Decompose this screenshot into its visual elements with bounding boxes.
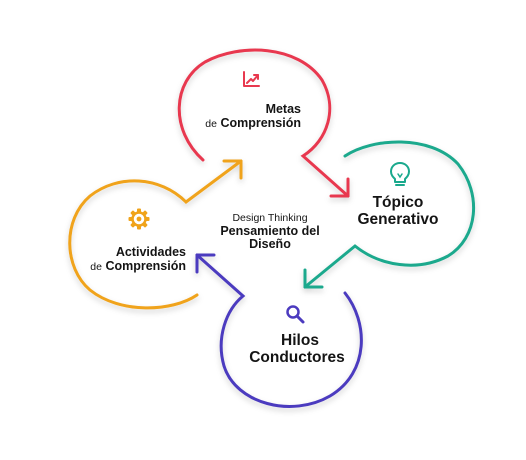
metas-label-line1: Metas: [265, 102, 301, 116]
topico-loop-path: [303, 140, 476, 289]
hilos-loop-path: [195, 253, 363, 408]
gear-icon: [128, 208, 150, 230]
search-icon: [286, 305, 305, 324]
metas-label-bold: Comprensión: [220, 116, 301, 130]
topico-loop: [303, 140, 476, 289]
center-title-line1: Pensamiento del: [220, 224, 320, 238]
center-subtitle: Design Thinking: [232, 212, 308, 224]
metas-label-prefix: de: [205, 118, 217, 130]
actividades-label-bold: Comprensión: [105, 259, 186, 273]
lightbulb-icon: [390, 162, 410, 186]
hilos-loop: [195, 253, 363, 408]
actividades-label-line1: Actividades: [115, 245, 186, 259]
actividades-arrowhead: [222, 159, 243, 180]
center-title-line2: Diseño: [249, 237, 291, 251]
metas-loop-path: [177, 48, 350, 198]
metas-arrowhead: [329, 177, 350, 198]
actividades-loop: [68, 159, 243, 310]
topico-arrowhead: [303, 268, 324, 289]
hilos-label-line1: Hilos: [281, 332, 319, 349]
actividades-label-line2: de Comprensión: [56, 259, 186, 274]
metas-loop: [177, 48, 350, 198]
actividades-label-prefix: de: [90, 261, 102, 273]
chart-trend-icon: [243, 71, 260, 87]
hilos-arrowhead: [195, 253, 216, 274]
topico-label-line1: Tópico: [372, 194, 424, 211]
metas-label-line2: de Comprensión: [160, 116, 301, 131]
topico-label-line2: Generativo: [357, 211, 439, 228]
actividades-loop-path: [68, 159, 243, 310]
hilos-label-line2: Conductores: [249, 349, 345, 366]
